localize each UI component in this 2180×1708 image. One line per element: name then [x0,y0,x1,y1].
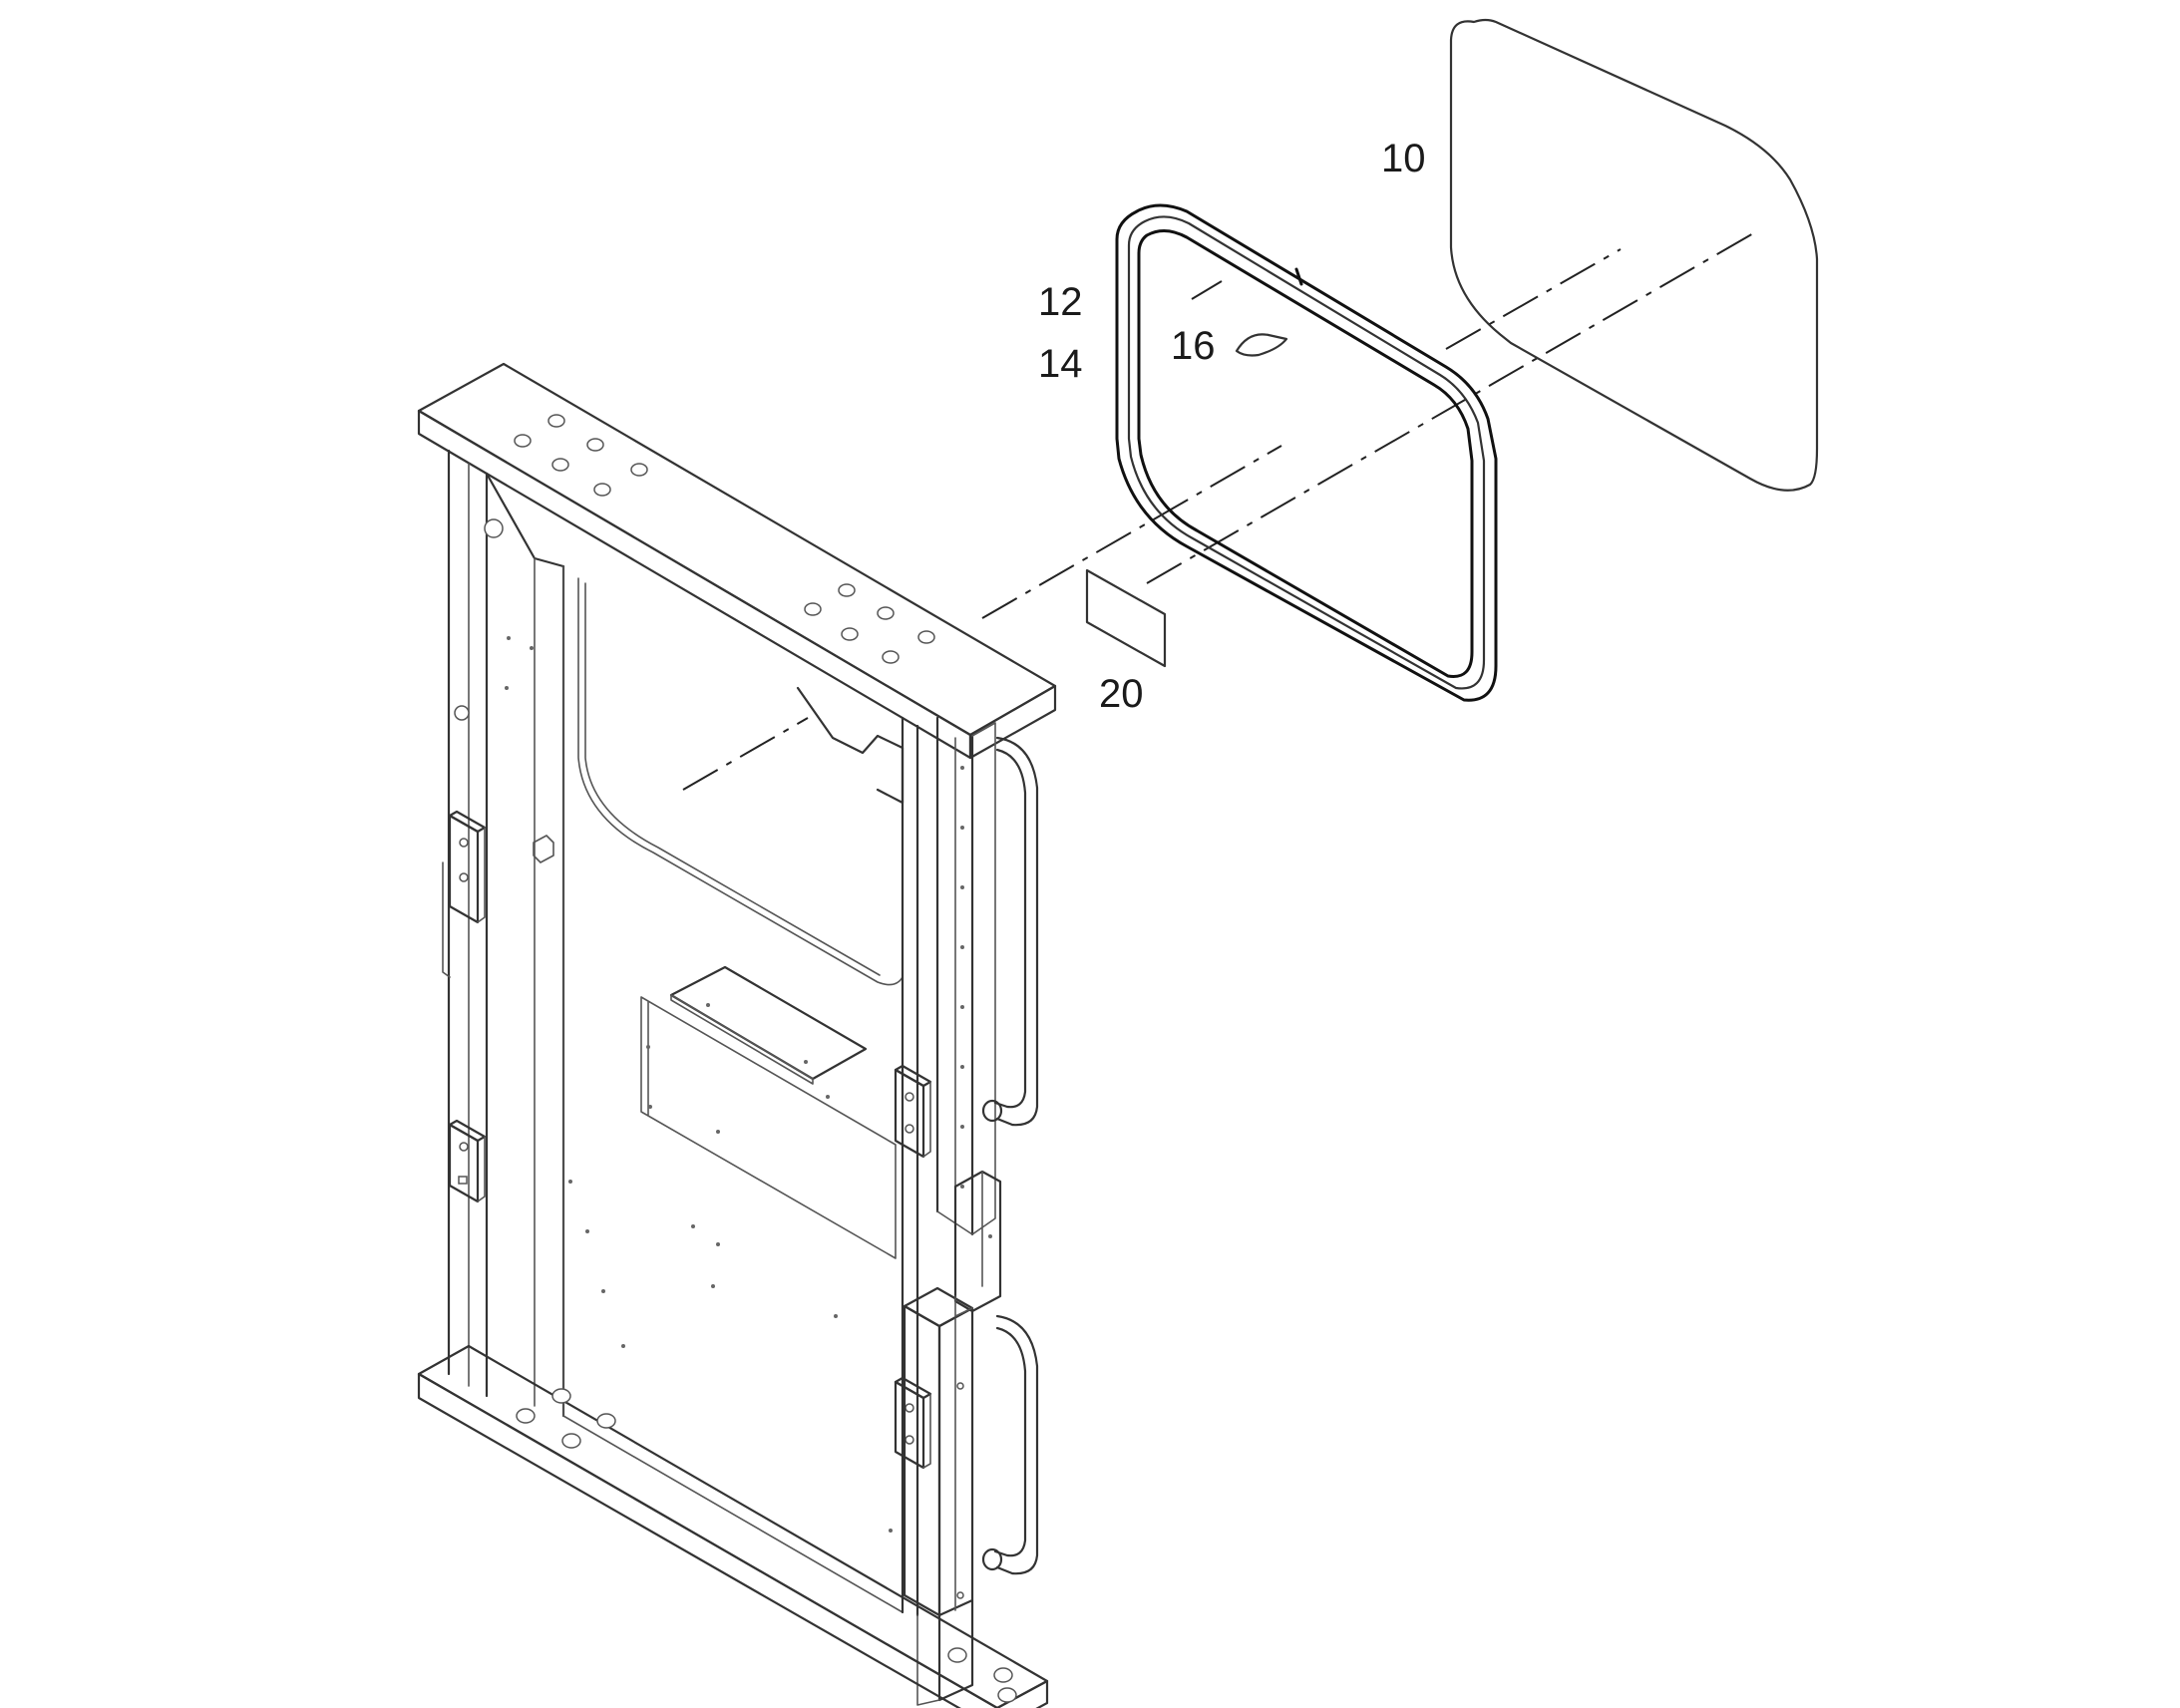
callout-10: 10 [1381,137,1426,180]
right-post-rivets [960,766,964,1189]
door-panel [562,565,904,1613]
right-hinge-lower [894,1376,932,1470]
right-hinge-upper [894,1064,932,1159]
top-beam-bolt-holes [514,414,935,664]
grab-handle-lower [981,1314,1039,1575]
right-post [901,716,996,1617]
window-seal-ring [1115,203,1498,702]
top-beam [417,362,1057,760]
callout-12: 12 [1038,280,1083,324]
left-hinge-lower [448,1119,487,1203]
left-hinge-upper [442,810,487,978]
lower-right-bracket [903,1170,1002,1706]
door-frame-assembly [417,362,1057,1708]
left-post [447,449,565,1418]
seal-clip [1235,333,1288,357]
explode-centerlines [682,231,1756,791]
decal-label [1085,568,1167,668]
bottom-beam-bolt-holes [516,1388,1017,1703]
callout-16: 16 [1171,324,1216,368]
frame-latch-block [533,835,554,863]
callout-14: 14 [1038,342,1083,386]
callouts: 10 12 14 16 20 [1038,137,1426,716]
mid-panel-plate [640,965,897,1259]
glass-pane [1449,18,1819,492]
grab-handle-upper [981,736,1039,1127]
bottom-beam [417,1344,1049,1708]
callout-20: 20 [1099,672,1144,716]
panel-rivets [505,686,893,1533]
